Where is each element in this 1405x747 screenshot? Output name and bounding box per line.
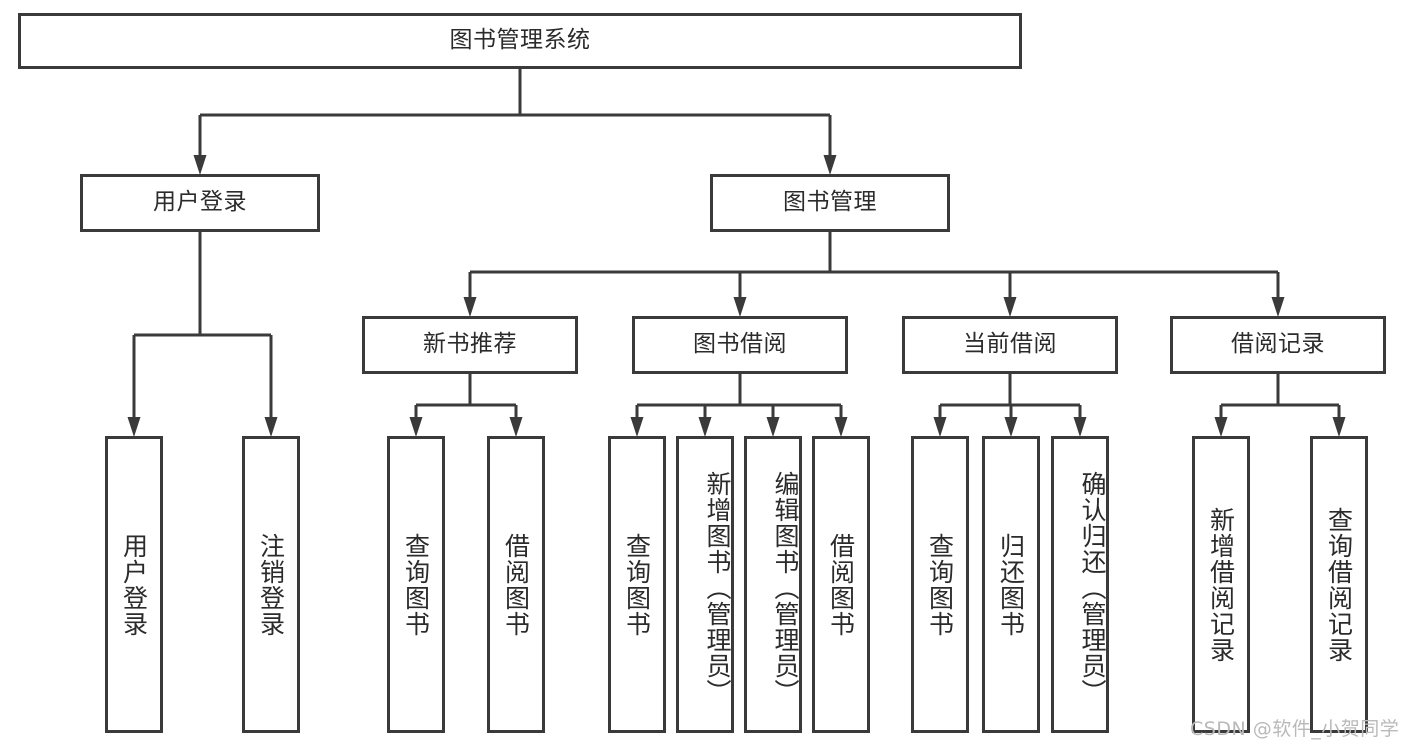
node-label: 用户登录 — [153, 189, 247, 216]
arrowhead-icon — [733, 297, 747, 317]
node-leaf-cur-query[interactable]: 查询图书 — [911, 436, 969, 733]
node-label: 查询图书 — [401, 532, 431, 637]
arrowhead-icon — [1332, 417, 1346, 437]
node-label: 编辑图书（管理员） — [771, 470, 800, 705]
node-borrow-record[interactable]: 借阅记录 — [1170, 316, 1386, 374]
node-leaf-edit-book[interactable]: 编辑图书（管理员） — [744, 436, 802, 733]
arrowhead-icon — [1271, 297, 1285, 317]
node-leaf-confirm-return[interactable]: 确认归还（管理员） — [1051, 436, 1109, 733]
node-label: 图书管理系统 — [449, 27, 591, 54]
arrowhead-icon — [933, 417, 947, 437]
node-leaf-user-login[interactable]: 用户登录 — [105, 436, 163, 733]
node-label: 查询借阅记录 — [1324, 506, 1354, 663]
arrowhead-icon — [1003, 297, 1017, 317]
node-label: 新增借阅记录 — [1206, 506, 1236, 663]
node-label: 查询图书 — [925, 532, 955, 637]
arrowhead-icon — [409, 417, 423, 437]
arrowhead-icon — [1004, 417, 1018, 437]
node-label: 借阅图书 — [501, 532, 531, 637]
node-label: 查询图书 — [622, 532, 652, 637]
node-book-manage[interactable]: 图书管理 — [710, 174, 950, 232]
node-label: 新增图书（管理员） — [703, 470, 732, 705]
node-leaf-return-book[interactable]: 归还图书 — [982, 436, 1040, 733]
arrowhead-icon — [1073, 417, 1087, 437]
arrowhead-icon — [509, 417, 523, 437]
arrowhead-icon — [823, 155, 837, 175]
node-leaf-rec-query[interactable]: 查询图书 — [387, 436, 445, 733]
node-label: 借阅记录 — [1231, 331, 1325, 358]
node-leaf-borrow-book[interactable]: 借阅图书 — [812, 436, 870, 733]
arrowhead-icon — [630, 417, 644, 437]
node-leaf-borrow-query[interactable]: 查询图书 — [608, 436, 666, 733]
node-label: 注销登录 — [256, 532, 286, 637]
node-label: 借阅图书 — [826, 532, 856, 637]
node-leaf-logout[interactable]: 注销登录 — [242, 436, 300, 733]
node-leaf-add-book[interactable]: 新增图书（管理员） — [676, 436, 734, 733]
arrowhead-icon — [698, 417, 712, 437]
node-new-book-rec[interactable]: 新书推荐 — [362, 316, 578, 374]
node-label: 归还图书 — [996, 532, 1026, 637]
arrowhead-icon — [264, 417, 278, 437]
node-leaf-add-record[interactable]: 新增借阅记录 — [1192, 436, 1250, 733]
node-label: 图书管理 — [783, 189, 877, 216]
arrowhead-icon — [766, 417, 780, 437]
node-label: 新书推荐 — [423, 331, 517, 358]
arrowhead-icon — [193, 155, 207, 175]
arrowhead-icon — [1214, 417, 1228, 437]
node-label: 用户登录 — [119, 532, 149, 637]
node-root[interactable]: 图书管理系统 — [18, 13, 1022, 69]
node-book-borrow[interactable]: 图书借阅 — [632, 316, 848, 374]
arrowhead-icon — [127, 417, 141, 437]
node-label: 确认归还（管理员） — [1078, 470, 1107, 705]
node-label: 当前借阅 — [963, 331, 1057, 358]
node-current-borrow[interactable]: 当前借阅 — [902, 316, 1118, 374]
arrowhead-icon — [834, 417, 848, 437]
node-label: 图书借阅 — [693, 331, 787, 358]
node-leaf-rec-borrow[interactable]: 借阅图书 — [487, 436, 545, 733]
node-leaf-query-record[interactable]: 查询借阅记录 — [1310, 436, 1368, 733]
arrowhead-icon — [463, 297, 477, 317]
node-user-login[interactable]: 用户登录 — [80, 174, 320, 232]
